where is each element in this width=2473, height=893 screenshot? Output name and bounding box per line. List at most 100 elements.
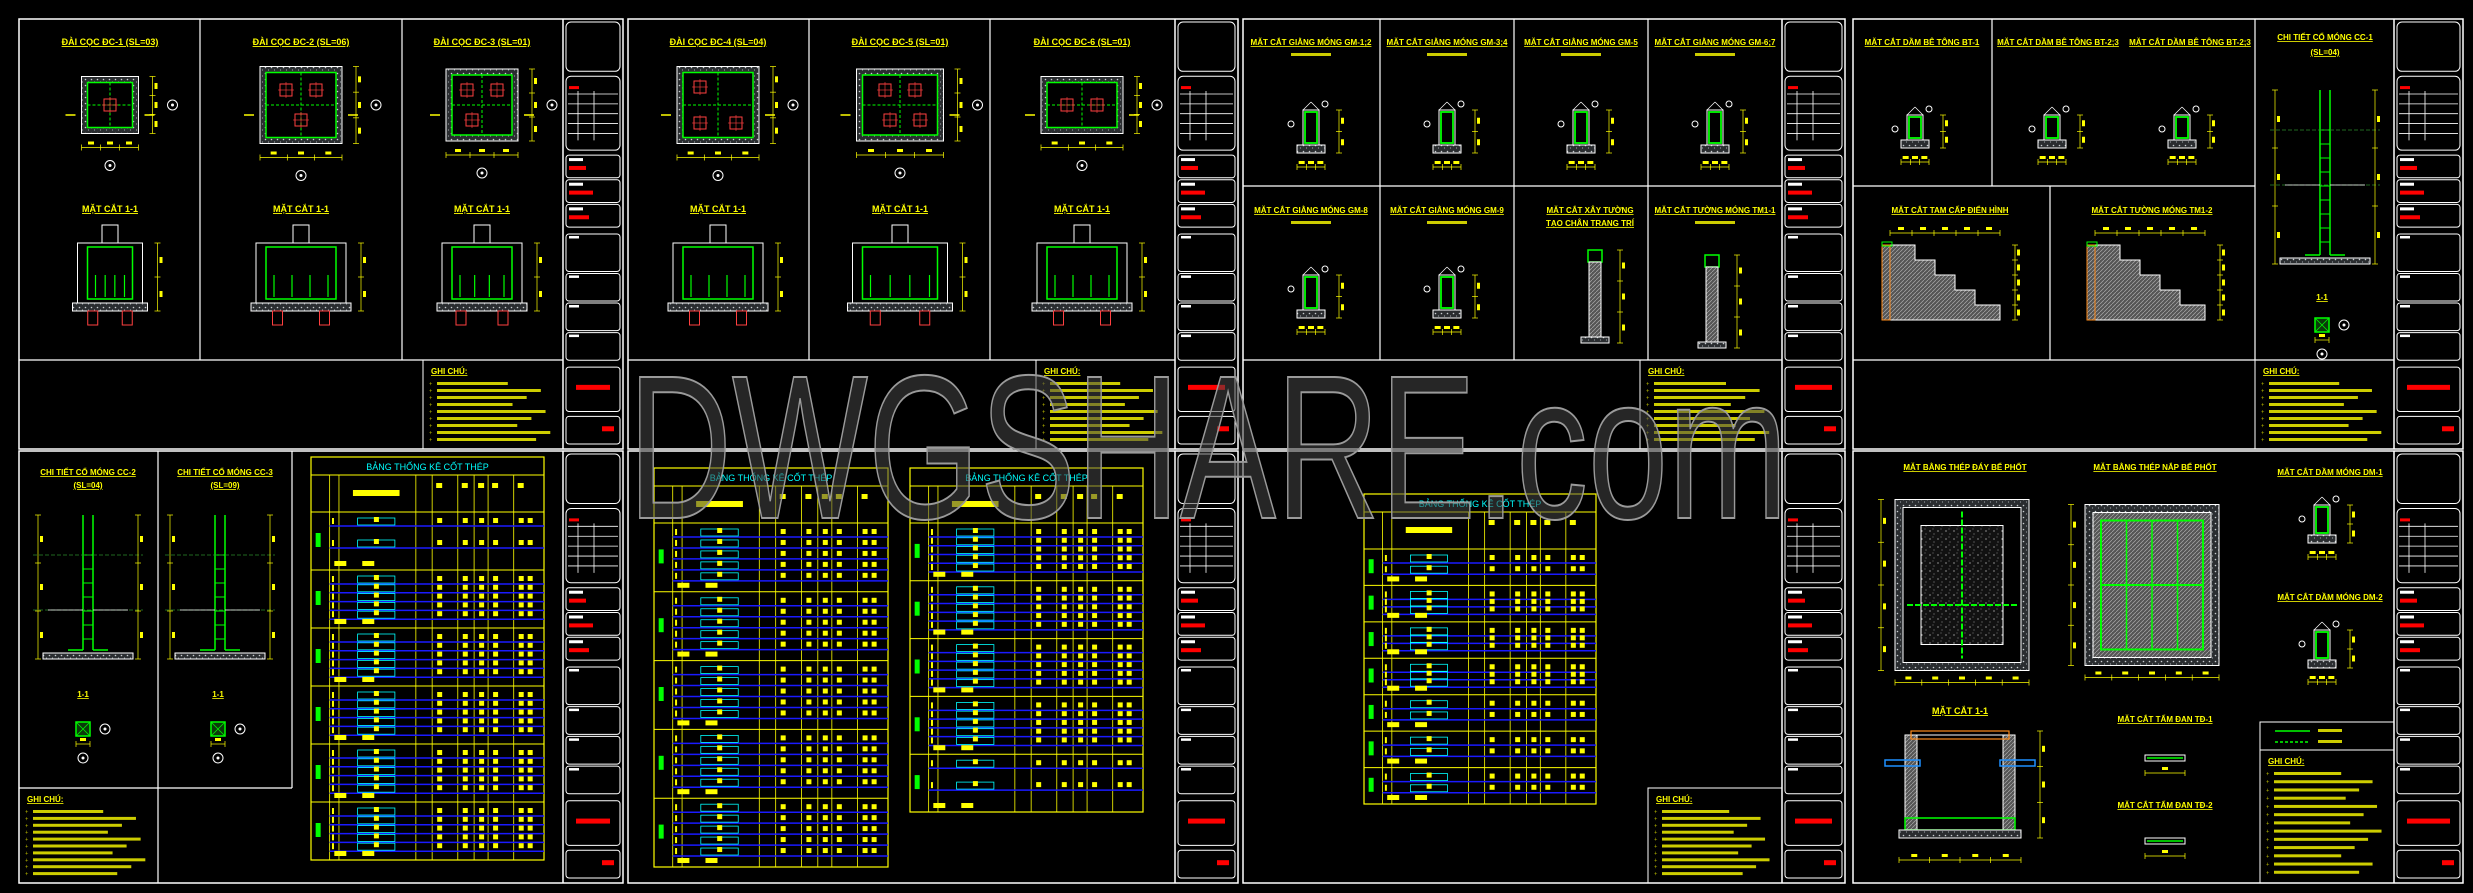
table-cell [806,641,812,647]
axis-marker-icon [77,752,89,764]
drawing-title: MẶT CẮT GIẰNG MÓNG GM-5 [1524,38,1638,47]
title-block-field-label [2400,668,2410,672]
table-cell [675,630,678,637]
leader-line [2313,621,2323,631]
table-cell [527,709,533,715]
table-cell [836,539,842,545]
dimension-value [2169,227,2175,230]
dimension-value [1434,326,1441,329]
table-cell [479,727,485,733]
dimension-value [270,151,277,155]
table-cell [1061,679,1067,685]
title-block [1177,21,1236,445]
dimension-value [1921,156,1928,159]
beam-stirrup [1574,111,1588,144]
slab-section [2144,837,2186,845]
bullet-plus-icon: + [429,431,433,437]
axis-marker-dot [2342,323,2346,327]
title-block-field [2396,179,2461,203]
table-cell [1531,748,1537,754]
table-cell [717,687,723,693]
dimension-value [2222,249,2225,256]
table-cell [493,634,499,639]
bullet-plus-icon: + [2261,424,2265,430]
table-cell [822,735,828,741]
lean-concrete-base [2167,139,2197,149]
table-cell [1515,642,1521,648]
title-block-mark [1824,426,1836,432]
title-block-field [1177,636,1236,661]
table-cell [527,718,533,724]
dimension-value [1883,560,1886,567]
bullet-plus-icon: + [1646,438,1650,444]
title-block-mark [1788,190,1812,195]
table-subtotal [1415,685,1428,691]
dimension-value [1622,293,1625,300]
table-cell [331,518,334,524]
column-stub [1073,224,1091,244]
table-cell [527,808,533,813]
note-line [1654,382,1726,385]
table-cell [1426,670,1432,676]
beam-stirrup [1304,276,1318,309]
table-subtotal [1415,758,1428,764]
table-cell [675,837,678,844]
table-cell [930,546,933,553]
dimension-value [1941,854,1948,857]
dimension-value [2222,264,2225,271]
title-block-mark [1181,598,1198,603]
title-block-field [1784,366,1843,412]
bullet-plus-icon: + [1042,396,1046,402]
lean-concrete-base [2037,139,2067,149]
table-cell [675,804,678,811]
pile-cap-section [1036,242,1128,304]
table-cell [930,760,933,767]
title-block-mark [2400,190,2424,195]
table-cell [437,669,443,675]
note-line [33,837,141,841]
table-cell [1515,591,1521,597]
table-cell [675,735,678,742]
lean-concrete-base [1900,139,1930,149]
table-cell [1117,613,1123,619]
table-cell [1117,679,1123,685]
section-title: MẶT CẮT 1-1 [82,204,138,214]
table-cell [862,826,868,832]
table-cell [1092,644,1098,650]
title-block-info-box [1784,507,1843,584]
bullet-plus-icon: + [25,858,29,864]
dimension-value [325,151,332,155]
table-cell [717,571,723,577]
lean-concrete-base [250,302,352,312]
table-cell [1092,653,1098,659]
rebar-callout-icon [1287,120,1295,128]
table-subtotal [334,735,347,740]
axis-marker-icon [1151,99,1163,111]
title-block-field [1177,302,1236,332]
table-cell [717,538,723,544]
table-cell [462,843,468,849]
table-cell [518,785,524,791]
dimension-value [140,632,143,638]
notes-title: GHI CHÚ: [1656,795,1692,804]
table-cell [717,803,723,809]
table-cell [930,555,933,562]
leader-line [2173,106,2183,116]
table-cell [675,641,678,648]
table-cell [1531,671,1537,677]
table-cell [373,757,379,763]
table-cell [1545,566,1551,572]
table-cell [373,539,379,544]
note-line [2274,804,2378,808]
dimension-value [1883,646,1886,653]
drawing-title: CHI TIẾT CỔ MÓNG CC-1 [2277,32,2373,42]
table-cell [1092,529,1098,534]
table-cell [518,727,524,733]
dimension-value [2149,671,2155,675]
table-cell [462,669,468,675]
rebar-callout-icon [1891,125,1899,133]
table-subtotal [677,582,690,588]
bullet-plus-icon: + [429,389,433,395]
table-cell [518,825,524,831]
table-cell [822,804,828,810]
